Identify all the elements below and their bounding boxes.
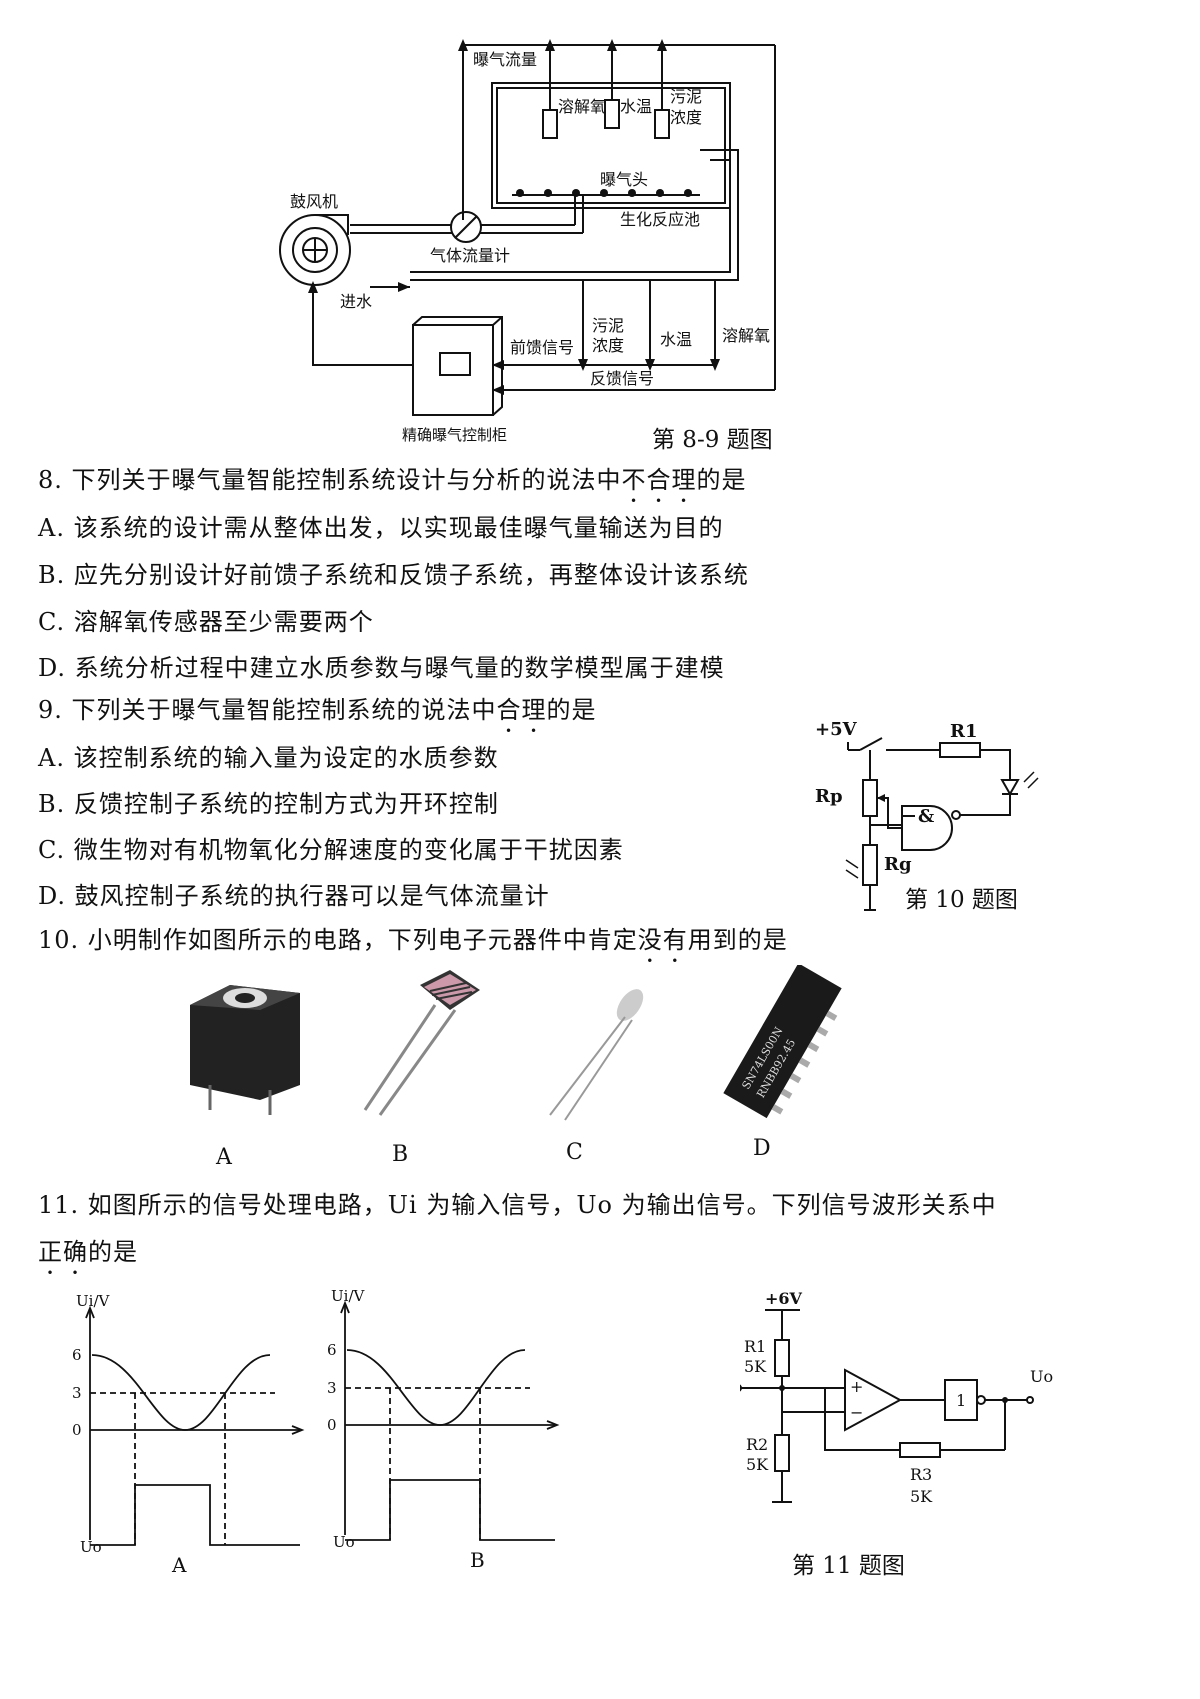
figure-8-9-caption: 第 8-9 题图 xyxy=(652,427,773,453)
label-do2: 溶解氧 xyxy=(722,326,770,345)
fig11-r3v: 5K xyxy=(910,1487,933,1506)
fig11-vcc: +6V xyxy=(765,1290,803,1308)
q8-option-d: D. 系统分析过程中建立水质参数与曝气量的数学模型属于建模 xyxy=(38,654,725,682)
question-11-stem-line2: 正确的是 xyxy=(38,1232,138,1280)
graph-b-uo: Uo xyxy=(333,1533,355,1551)
circuit-11: +6V R1 5K R2 5K R3 5K Ui Uo + − 1 xyxy=(695,1289,1053,1506)
question-8-stem: 8. 下列关于曝气量智能控制系统设计与分析的说法中不合理的是 xyxy=(38,460,747,508)
component-photos: SN74LS00N RNBB92.45 xyxy=(180,963,900,1135)
fig11-r1v: 5K xyxy=(744,1357,767,1376)
graph-b-tick-0: 0 xyxy=(327,1416,337,1434)
label-tank: 生化反应池 xyxy=(620,210,700,229)
rp-label: Rp xyxy=(815,786,843,807)
graph-a-tick-0: 0 xyxy=(72,1421,82,1439)
label-sludge-b: 浓度 xyxy=(670,108,702,127)
q10-stem-emph: 没有 xyxy=(637,926,688,954)
label-inlet: 进水 xyxy=(340,292,372,311)
opamp-minus: − xyxy=(850,1403,863,1422)
choice-c-label: C xyxy=(566,1140,583,1165)
circuit-10: +5V R1 Rp Rg & xyxy=(815,719,1039,911)
q9-option-b: B. 反馈控制子系统的控制方式为开环控制 xyxy=(38,790,499,818)
q8-option-a: A. 该系统的设计需从整体出发，以实现最佳曝气量输送为目的 xyxy=(38,514,724,542)
q11-stem-post: 的是 xyxy=(88,1238,138,1266)
q8-option-c: C. 溶解氧传感器至少需要两个 xyxy=(38,608,374,636)
photoresistor-image xyxy=(363,970,480,1116)
graph-b-tick-3: 3 xyxy=(327,1379,337,1397)
not-gate-symbol: 1 xyxy=(956,1391,966,1410)
q10-stem-post: 用到的是 xyxy=(687,926,788,954)
fig11-r2: R2 xyxy=(746,1435,768,1454)
q9-stem-post: 的是 xyxy=(546,696,597,724)
and-gate-symbol: & xyxy=(918,806,934,827)
choice-d-label: D xyxy=(753,1136,771,1161)
question-10-stem: 10. 小明制作如图所示的电路，下列电子元器件中肯定没有用到的是 xyxy=(38,920,788,968)
graph-b-tick-6: 6 xyxy=(327,1341,337,1359)
q8-option-b: B. 应先分别设计好前馈子系统和反馈子系统，再整体设计该系统 xyxy=(38,561,749,589)
label-blower: 鼓风机 xyxy=(290,192,338,211)
figure-11-caption: 第 11 题图 xyxy=(792,1553,905,1579)
waveform-graph-b: Ui/V 6 3 0 Uo B xyxy=(315,1285,575,1575)
q9-stem-emph: 合理 xyxy=(496,696,547,724)
label-ff-signal: 前馈信号 xyxy=(510,338,574,357)
waveform-graph-a: Ui/V 6 3 0 Uo A xyxy=(60,1290,320,1580)
graph-a-tick-3: 3 xyxy=(72,1384,82,1402)
q8-stem-emph: 不合理 xyxy=(621,466,697,494)
q9-option-d: D. 鼓风控制子系统的执行器可以是气体流量计 xyxy=(38,882,550,910)
figure-11: +6V R1 5K R2 5K R3 5K Ui Uo + − 1 xyxy=(695,1289,1080,1550)
waveform-a-svg: Ui/V 6 3 0 Uo A xyxy=(72,1292,305,1577)
label-do: 溶解氧 xyxy=(558,97,606,116)
label-cabinet: 精确曝气控制柜 xyxy=(402,426,507,444)
label-sludge-a: 污泥 xyxy=(670,87,702,106)
fig11-uo: Uo xyxy=(1030,1367,1053,1386)
label-temp: 水温 xyxy=(620,97,652,116)
fig11-r1: R1 xyxy=(744,1337,766,1356)
graph-b-tag: B xyxy=(470,1548,485,1572)
q8-stem-pre: 8. 下列关于曝气量智能控制系统设计与分析的说法中 xyxy=(38,466,622,494)
choice-b-label: B xyxy=(392,1142,409,1167)
label-temp2: 水温 xyxy=(660,330,692,349)
label-fb-signal: 反馈信号 xyxy=(590,369,654,388)
trimmer-pot-image xyxy=(190,985,300,1115)
graph-a-tag: A xyxy=(171,1553,187,1577)
q9-option-a: A. 该控制系统的输入量为设定的水质参数 xyxy=(38,744,499,772)
fig11-r3: R3 xyxy=(910,1465,932,1484)
question-11-stem-line1: 11. 如图所示的信号处理电路，Ui 为输入信号，Uo 为输出信号。下列信号波形… xyxy=(38,1191,997,1219)
question-9-stem: 9. 下列关于曝气量智能控制系统的说法中合理的是 xyxy=(38,690,597,738)
q11-stem-emph: 正确 xyxy=(38,1238,88,1266)
graph-a-ylabel: Ui/V xyxy=(76,1292,110,1310)
label-flowmeter: 气体流量计 xyxy=(430,246,510,265)
label-sludge2-a: 污泥 xyxy=(592,316,624,335)
vcc-label: +5V xyxy=(815,719,858,740)
label-aeration-flow: 曝气流量 xyxy=(473,50,537,69)
fig11-r2v: 5K xyxy=(746,1455,769,1474)
figure-10-caption: 第 10 题图 xyxy=(905,887,1018,913)
graph-a-tick-6: 6 xyxy=(72,1346,82,1364)
graph-b-ylabel: Ui/V xyxy=(331,1287,365,1305)
ic-chip-image: SN74LS00N RNBB92.45 xyxy=(723,963,842,1119)
figure-8-9: 曝气流量 溶解氧 水温 污泥 浓度 曝气头 生化反应池 鼓风机 气体流量计 进水… xyxy=(270,35,830,455)
figure-10: +5V R1 Rp Rg & xyxy=(810,710,1070,925)
choice-a-label: A xyxy=(216,1145,232,1170)
components-drawing: SN74LS00N RNBB92.45 xyxy=(190,963,842,1121)
waveform-b-svg: Ui/V 6 3 0 Uo B xyxy=(327,1287,560,1572)
label-sludge2-b: 浓度 xyxy=(592,336,624,355)
q10-stem-pre: 10. 小明制作如图所示的电路，下列电子元器件中肯定 xyxy=(38,926,638,954)
rg-label: Rg xyxy=(884,854,912,875)
aeration-diagram: 曝气流量 溶解氧 水温 污泥 浓度 曝气头 生化反应池 鼓风机 气体流量计 进水… xyxy=(279,39,776,444)
q8-stem-post: 的是 xyxy=(696,466,747,494)
q9-stem-pre: 9. 下列关于曝气量智能控制系统的说法中 xyxy=(38,696,497,724)
graph-a-uo: Uo xyxy=(80,1538,102,1556)
led-image xyxy=(549,989,644,1121)
label-aeration-head: 曝气头 xyxy=(600,170,648,189)
opamp-plus: + xyxy=(850,1377,863,1396)
q9-option-c: C. 微生物对有机物氧化分解速度的变化属于干扰因素 xyxy=(38,836,624,864)
r1-label: R1 xyxy=(950,721,977,742)
